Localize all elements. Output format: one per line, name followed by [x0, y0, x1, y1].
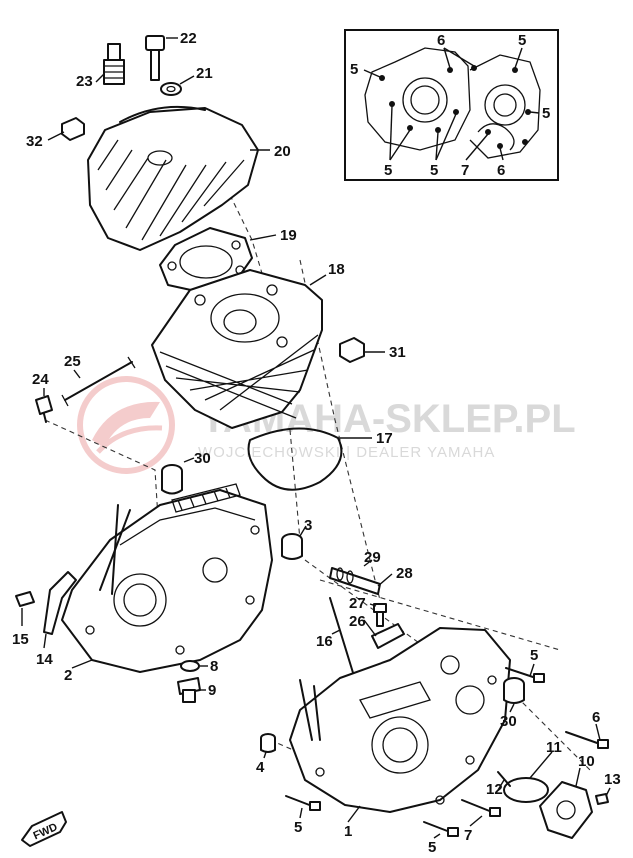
callout-4: 4: [256, 759, 265, 776]
inset-callout-7: 7: [461, 162, 469, 179]
watermark: YAMAHA-SKLEP.PL WOJCIECHOWSKI | DEALER Y…: [77, 376, 576, 474]
callout-21: 21: [196, 65, 213, 82]
callout-15: 15: [12, 631, 29, 648]
inset-crankcase-panel: 6 5 5 5 5 5 7 6: [344, 29, 559, 181]
callout-5-upper: 5: [530, 647, 538, 664]
cylinder: [151, 269, 323, 429]
callout-2: 2: [64, 667, 72, 684]
inset-callout-6-top: 6: [437, 32, 445, 49]
cylinder-nut: [339, 337, 365, 363]
inset-callout-5-left: 5: [350, 61, 358, 78]
inset-callout-5-top-right: 5: [518, 32, 526, 49]
callout-9: 9: [208, 682, 216, 699]
callout-5-lower-left: 5: [294, 819, 302, 836]
callout-26: 26: [349, 613, 366, 630]
inset-callout-6-bottom: 6: [497, 162, 505, 179]
spark-plug: [103, 43, 125, 85]
callout-5-lower-right: 5: [428, 839, 436, 856]
callout-25: 25: [64, 353, 81, 370]
callout-30-upper: 30: [194, 450, 211, 467]
callout-1: 1: [344, 823, 352, 840]
o-ring: [503, 777, 549, 803]
oil-nipple: [35, 395, 53, 423]
callout-3: 3: [304, 517, 312, 534]
cylinder-head: [87, 105, 259, 251]
callout-31: 31: [389, 344, 406, 361]
callout-19: 19: [280, 227, 297, 244]
stud-16: [329, 597, 355, 677]
callout-numbers: 22 23 21 32 20 19 18 31 25 24 17 30 3 29…: [12, 30, 621, 856]
screw-27: [373, 603, 387, 627]
callout-17: 17: [376, 430, 393, 447]
callout-32: 32: [26, 133, 43, 150]
bolt-15: [15, 591, 35, 607]
callout-7: 7: [464, 827, 472, 844]
callout-10: 10: [578, 753, 595, 770]
washer-8: [180, 660, 200, 672]
screw-13: [595, 793, 609, 805]
callout-6: 6: [592, 709, 600, 726]
dowel-4: [260, 733, 276, 753]
base-gasket: [247, 427, 343, 491]
bolt-7: [461, 799, 501, 817]
bolt-5-upper: [505, 667, 545, 683]
callout-16: 16: [316, 633, 333, 650]
cylinder-stud: [61, 356, 136, 407]
shaft-28: [329, 567, 381, 595]
callout-13: 13: [604, 771, 621, 788]
callout-23: 23: [76, 73, 93, 90]
head-bolt: [145, 35, 165, 81]
callout-30-lower: 30: [500, 713, 517, 730]
inset-callout-5-bottom-left: 5: [384, 162, 392, 179]
callout-29: 29: [364, 549, 381, 566]
watermark-logo-icon: [77, 376, 175, 474]
right-crankcase: [289, 627, 511, 813]
callout-20: 20: [274, 143, 291, 160]
pump-cover: [539, 781, 593, 839]
dowel-pin-3: [281, 533, 303, 560]
callout-8: 8: [210, 658, 218, 675]
head-nut: [61, 117, 85, 141]
drain-plug: [177, 677, 201, 703]
inset-callout-5-bottom-mid: 5: [430, 162, 438, 179]
dowel-pin-upper: [161, 464, 183, 495]
fwd-arrow-icon: FWD: [21, 811, 67, 847]
callout-12: 12: [486, 781, 503, 798]
callout-27: 27: [349, 595, 366, 612]
bolt-6: [565, 731, 609, 749]
washer: [160, 82, 182, 96]
callout-11: 11: [546, 739, 562, 756]
pin-12: [497, 771, 511, 787]
callout-22: 22: [180, 30, 197, 47]
plate-26: [371, 623, 405, 649]
bolt-5-lower-left: [285, 795, 321, 811]
leader-lines: [21, 37, 611, 839]
callout-28: 28: [396, 565, 413, 582]
dowel-pin-lower: [503, 677, 525, 704]
callout-24: 24: [32, 371, 49, 388]
callout-18: 18: [328, 261, 345, 278]
watermark-dealer-text: WOJCIECHOWSKI | DEALER YAMAHA: [198, 444, 495, 461]
callout-14: 14: [36, 651, 53, 668]
inset-callout-5-right: 5: [542, 105, 550, 122]
bolt-5-lower-right: [423, 821, 459, 837]
bracket: [43, 571, 77, 635]
left-crankcase: [61, 483, 273, 673]
